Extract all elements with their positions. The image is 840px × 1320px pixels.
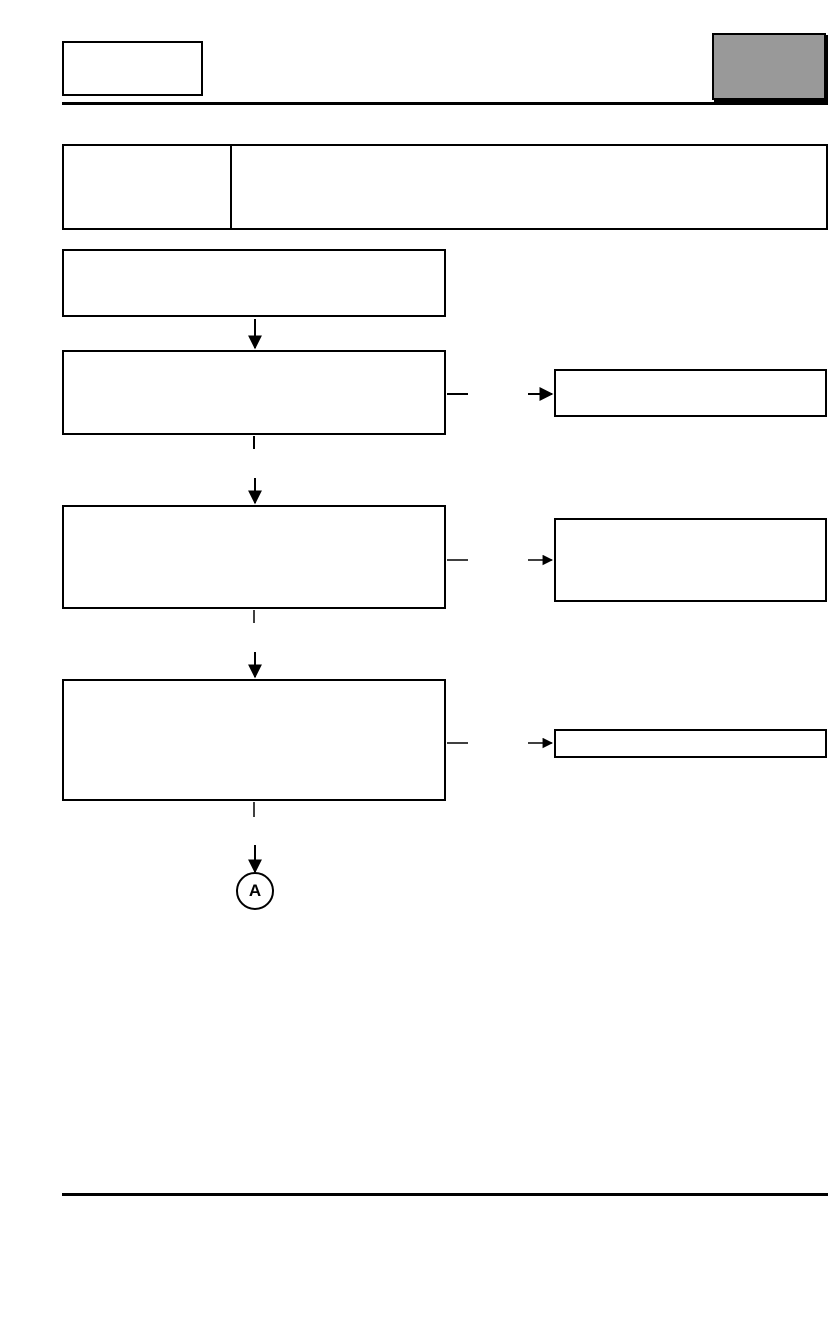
footer-text: [62, 1200, 828, 1220]
flow-step-2-box: [62, 505, 446, 609]
flow-action-2-box: [554, 518, 827, 602]
connector-a-circle: [236, 872, 274, 910]
connector-a-label: A: [248, 881, 262, 900]
flow-action-3-box: [554, 729, 827, 758]
footer-rule: [62, 1193, 828, 1196]
fault-code-cell: [64, 146, 232, 228]
flow-step-1-box: [62, 350, 446, 435]
header-rule: [62, 102, 828, 105]
fault-header-table: [62, 144, 828, 230]
flow-start-box: [62, 249, 446, 317]
section-tab: [712, 33, 826, 100]
header-label-box: [62, 41, 203, 96]
flow-action-1-box: [554, 369, 827, 417]
flow-step-3-box: [62, 679, 446, 801]
